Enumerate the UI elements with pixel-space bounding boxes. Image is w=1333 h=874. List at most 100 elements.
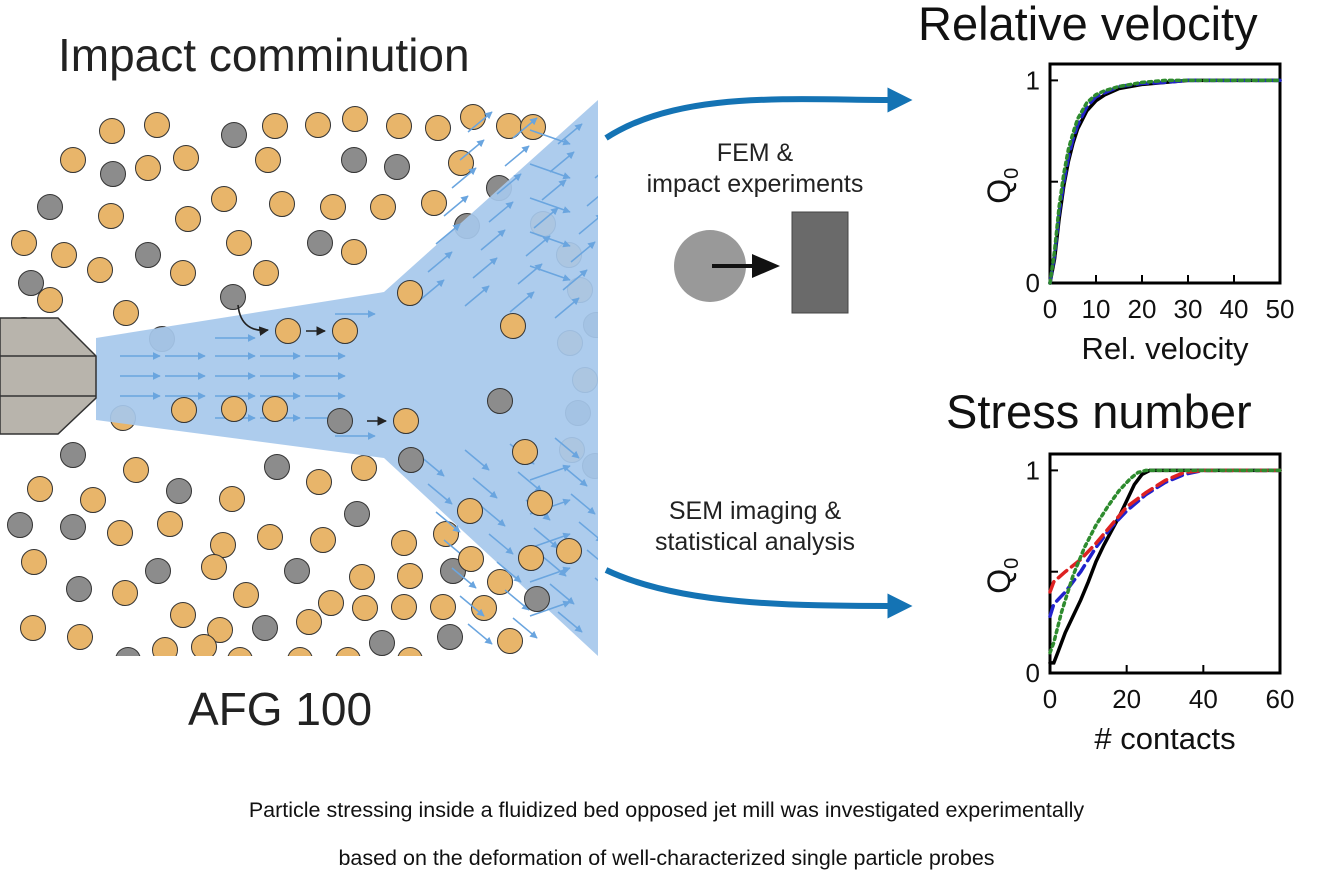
particle-probe	[310, 527, 336, 553]
jet-arrow	[529, 566, 571, 583]
jet-arrow	[451, 167, 477, 189]
fem-label-line2: impact experiments	[646, 170, 864, 198]
particle-probe	[257, 524, 283, 550]
jet-arrow	[533, 527, 559, 549]
jet-arrow	[541, 555, 567, 577]
x-tick-label: 30	[1174, 294, 1203, 324]
jet-arrow	[496, 561, 522, 583]
series-line-dotted	[1048, 78, 1282, 285]
particle-probe	[460, 104, 486, 130]
arrow-to-stress-number	[604, 567, 913, 619]
particle-bulk	[264, 454, 290, 480]
jet-arrow	[586, 549, 598, 561]
sem-label-line1: SEM imaging &	[668, 497, 842, 525]
particle-probe	[255, 147, 281, 173]
jet-arrow	[427, 483, 453, 505]
particle-probe	[157, 511, 183, 537]
particle-probe	[335, 647, 361, 656]
jet-arrow	[496, 173, 522, 195]
particle-probe	[370, 194, 396, 220]
jet-arrow	[443, 195, 469, 217]
particle-probe	[287, 647, 313, 656]
jet-arrow	[570, 241, 596, 263]
x-tick-label: 40	[1220, 294, 1249, 324]
jet-arrow	[529, 600, 571, 617]
particle-bulk	[100, 161, 126, 187]
jet-arrow	[554, 437, 580, 459]
nozzle	[0, 317, 97, 435]
x-tick-label: 50	[1266, 294, 1295, 324]
particle-bulk	[18, 270, 44, 296]
jet-arrow	[419, 455, 445, 477]
particle-bulk	[487, 388, 513, 414]
particle-probe	[262, 113, 288, 139]
x-axis-label: # contacts	[1094, 721, 1235, 756]
jet-arrow	[529, 231, 571, 248]
y-axis-label: Q0	[981, 558, 1023, 594]
particle-probe	[318, 590, 344, 616]
jet-arrow	[459, 595, 485, 617]
jet-arrow	[529, 464, 571, 481]
particle-probe	[211, 186, 237, 212]
jet-arrow	[529, 163, 571, 180]
jet-arrow	[525, 235, 551, 257]
jet-arrow	[586, 195, 598, 207]
x-tick-label: 10	[1082, 294, 1111, 324]
plot-frame	[1048, 62, 1282, 285]
particle-probe	[144, 112, 170, 138]
stress-number-title: Stress number	[946, 385, 1252, 438]
series-line-dashed	[1048, 78, 1282, 285]
particle-probe	[20, 615, 46, 641]
particle-probe	[170, 260, 196, 286]
particle-probe	[421, 190, 447, 216]
series-line-dotted	[1048, 468, 1282, 655]
y-tick-label: 0	[1026, 268, 1040, 298]
jet-arrow	[529, 129, 571, 146]
jet-arrow	[467, 111, 493, 133]
particle-bulk	[60, 514, 86, 540]
jet-arrow	[464, 449, 490, 471]
particle-bulk	[221, 122, 247, 148]
jet-arrow	[549, 583, 575, 605]
x-tick-label: 20	[1128, 294, 1157, 324]
particle-probe	[433, 521, 459, 547]
jet-arrow	[427, 251, 453, 273]
sem-label: SEM imaging & statistical analysis	[640, 496, 870, 558]
particle-probe	[556, 538, 582, 564]
particle-probe	[306, 469, 332, 495]
series-line-dashed	[1048, 468, 1282, 619]
caption-line-1: Particle stressing inside a fluidized be…	[248, 798, 1085, 822]
jet-stream	[96, 100, 598, 656]
particle-probe	[391, 594, 417, 620]
particle-probe	[527, 490, 553, 516]
particle-probe	[458, 546, 484, 572]
y-tick-label: 1	[1026, 455, 1040, 485]
particle-probe	[391, 530, 417, 556]
particle-probe	[221, 396, 247, 422]
particle-probe	[207, 617, 233, 643]
jet-arrow	[467, 623, 493, 645]
method-flow-arrows	[604, 87, 913, 619]
particle-probe	[349, 564, 375, 590]
jet-arrow	[488, 201, 514, 223]
particle-probe	[342, 106, 368, 132]
particle-probe	[37, 287, 63, 313]
particle-probe	[386, 113, 412, 139]
jet-arrow	[504, 589, 530, 611]
y-tick-label: 1	[1026, 65, 1040, 95]
relative-velocity-title: Relative velocity	[918, 0, 1258, 50]
x-tick-label: 60	[1266, 684, 1295, 714]
particle-probe	[171, 397, 197, 423]
particle-probe	[352, 595, 378, 621]
particle-bulk	[369, 630, 395, 656]
sem-label-line2: statistical analysis	[654, 528, 856, 556]
particle-probe	[123, 457, 149, 483]
particle-bulk	[7, 512, 33, 538]
particle-probe	[60, 147, 86, 173]
particle-probe	[296, 609, 322, 635]
jet-arrow	[464, 285, 490, 307]
jet-arrow	[529, 265, 571, 282]
particle-probe	[21, 549, 47, 575]
jet-arrow	[517, 471, 543, 493]
